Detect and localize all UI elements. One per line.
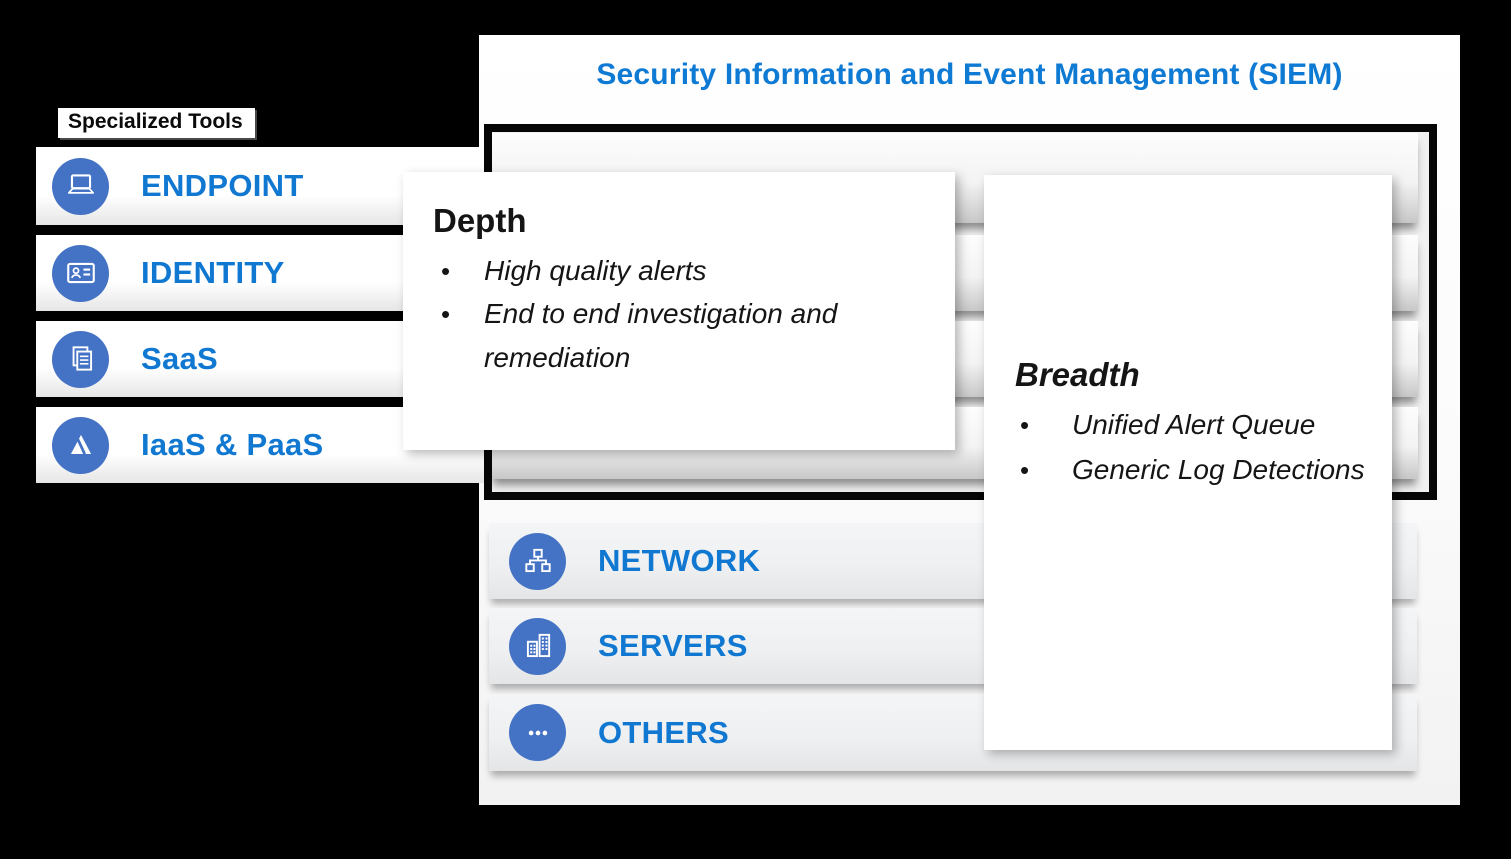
bullet-dot: • [441,256,451,286]
depth-heading: Depth [433,202,527,239]
depth-bullet-2-text: End to end investigation and remediation [484,298,838,373]
tool-label-network: NETWORK [598,543,761,578]
buildings-icon [509,617,566,675]
laptop-icon [52,157,109,215]
tool-label-endpoint: ENDPOINT [141,168,304,203]
bullet-dot: • [1020,410,1030,440]
depth-bullet-1-text: High quality alerts [484,255,707,286]
depth-card: Depth • High quality alerts • End to end… [403,172,955,450]
siem-title: Security Information and Event Managemen… [596,58,1343,91]
depth-bullet-2: • End to end investigation and remediati… [433,292,931,379]
id-card-icon [52,244,109,302]
bullet-dot: • [1020,454,1030,485]
specialized-tools-label: Specialized Tools [58,108,255,138]
ellipsis-icon [509,704,566,761]
tool-label-others: OTHERS [598,714,729,750]
azure-icon [52,416,109,474]
tool-label-servers: SERVERS [598,628,748,663]
breadth-bullet-1-text: Unified Alert Queue [1072,409,1316,440]
documents-icon [52,330,109,388]
breadth-card: Breadth • Unified Alert Queue • Generic … [984,175,1392,750]
network-icon [509,532,566,590]
depth-bullet-1: • High quality alerts [433,249,931,292]
breadth-heading: Breadth [1015,356,1140,393]
tool-label-iaas-paas: IaaS & PaaS [141,427,324,462]
tool-label-identity: IDENTITY [141,255,285,290]
breadth-bullet-1: • Unified Alert Queue [1015,403,1374,448]
tool-label-saas: SaaS [141,341,219,376]
breadth-bullet-2-text: Generic Log Detections [1072,453,1365,485]
breadth-bullet-2: • Generic Log Detections [1015,448,1374,493]
bullet-dot: • [441,299,451,330]
